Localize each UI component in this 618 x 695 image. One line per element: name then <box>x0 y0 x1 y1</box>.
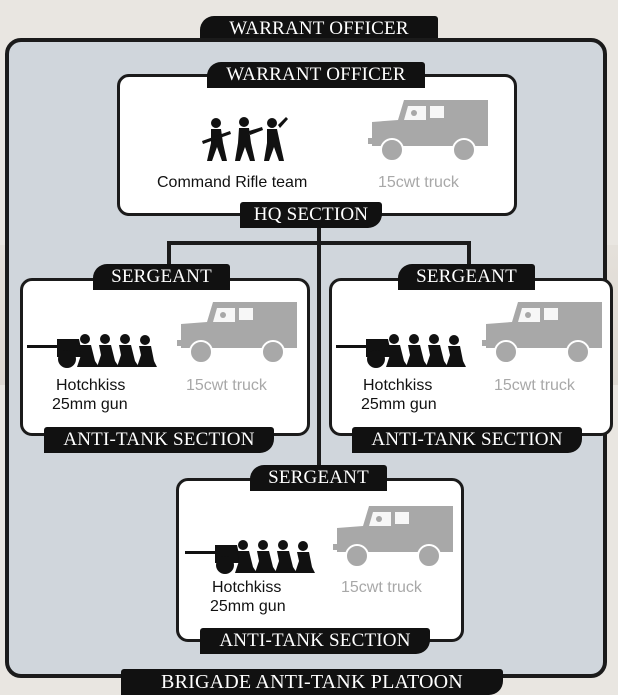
connector-trunk <box>317 226 321 476</box>
truck-icon <box>478 291 608 371</box>
top-title-tab: WARRANT OFFICER <box>200 16 438 42</box>
truck-icon <box>364 89 494 169</box>
hq-warrant-officer-tab: WARRANT OFFICER <box>207 62 425 88</box>
gun-label-line2: 25mm gun <box>52 396 128 413</box>
gun-label-line2: 25mm gun <box>361 396 437 413</box>
sergeant-tab-1: SERGEANT <box>93 264 230 290</box>
hq-truck-label: 15cwt truck <box>378 174 459 191</box>
anti-tank-section-3-box: Hotchkiss 25mm gun 15cwt truck <box>176 478 464 642</box>
hq-section-tab: HQ SECTION <box>240 202 382 228</box>
anti-tank-section-tab-1: ANTI-TANK SECTION <box>44 427 274 453</box>
truck-icon <box>173 291 303 371</box>
truck-label: 15cwt truck <box>494 377 575 394</box>
sergeant-tab-2: SERGEANT <box>398 264 535 290</box>
connector-right-drop <box>467 241 471 267</box>
anti-tank-section-tab-3: ANTI-TANK SECTION <box>200 628 430 654</box>
hotchkiss-gun-team-icon <box>336 331 466 371</box>
truck-label: 15cwt truck <box>186 377 267 394</box>
hotchkiss-gun-team-icon <box>27 331 157 371</box>
gun-label-line1: Hotchkiss <box>363 377 433 394</box>
truck-label: 15cwt truck <box>341 579 422 596</box>
command-rifle-team-icon <box>200 115 290 165</box>
anti-tank-section-tab-2: ANTI-TANK SECTION <box>352 427 582 453</box>
gun-label-line2: 25mm gun <box>210 598 286 615</box>
platoon-name-tab: BRIGADE ANTI-TANK PLATOON <box>121 669 503 695</box>
gun-label-line1: Hotchkiss <box>56 377 126 394</box>
connector-branch <box>167 241 471 245</box>
gun-label-line1: Hotchkiss <box>212 579 282 596</box>
connector-left-drop <box>167 241 171 267</box>
sergeant-tab-3: SERGEANT <box>250 465 387 491</box>
truck-icon <box>329 495 459 575</box>
hq-section-box: Command Rifle team 15cwt truck <box>117 74 517 216</box>
anti-tank-section-1-box: Hotchkiss 25mm gun 15cwt truck <box>20 278 310 436</box>
anti-tank-section-2-box: Hotchkiss 25mm gun 15cwt truck <box>329 278 613 436</box>
hq-team-label: Command Rifle team <box>157 174 308 191</box>
hotchkiss-gun-team-icon <box>185 537 315 577</box>
